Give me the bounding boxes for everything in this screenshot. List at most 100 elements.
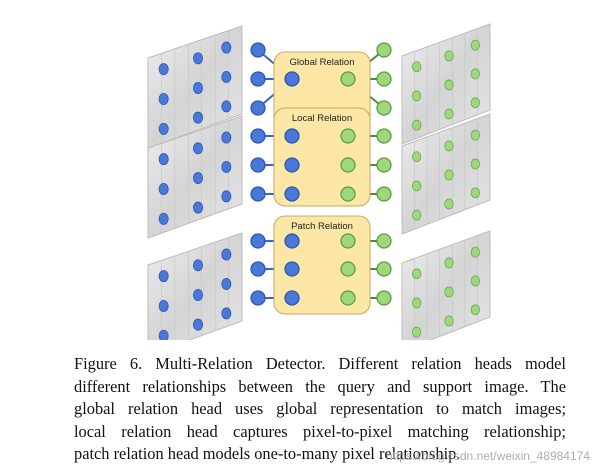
support-node — [376, 100, 392, 116]
feature-dot — [192, 318, 203, 331]
feature-dot — [412, 180, 422, 192]
support-node — [340, 186, 356, 202]
relation-box-title: Patch Relation — [291, 221, 353, 232]
support-node — [340, 233, 356, 249]
query-node — [284, 186, 300, 202]
query-node — [250, 233, 266, 249]
support-image-icon — [401, 230, 491, 340]
feature-dot — [221, 248, 232, 261]
feature-dot — [158, 212, 169, 225]
feature-dot — [470, 246, 480, 258]
feature-dot — [444, 286, 454, 298]
caption-line: Figure 6. Multi-Relation Detector. Diffe… — [74, 354, 566, 373]
query-node — [284, 261, 300, 277]
feature-dot — [470, 39, 480, 51]
query-image-icon — [147, 232, 243, 340]
watermark: https://blog.csdn.net/weixin_48984174 — [385, 449, 590, 463]
feature-dot — [412, 209, 422, 221]
feature-dot — [192, 288, 203, 301]
query-node — [250, 100, 266, 116]
query-node — [250, 157, 266, 173]
query-node — [250, 128, 266, 144]
support-node — [340, 128, 356, 144]
query-node — [250, 186, 266, 202]
feature-dot — [221, 100, 232, 113]
feature-dot — [158, 63, 169, 76]
feature-dot — [221, 131, 232, 144]
query-image-icon — [147, 25, 243, 149]
feature-dot — [192, 142, 203, 155]
support-node — [340, 290, 356, 306]
figure-caption: Figure 6. Multi-Relation Detector. Diffe… — [74, 353, 566, 466]
query-node — [284, 128, 300, 144]
feature-dot — [192, 111, 203, 124]
support-node — [376, 233, 392, 249]
feature-dot — [158, 122, 169, 135]
support-image-icon — [401, 113, 491, 235]
query-node — [284, 233, 300, 249]
feature-dot — [192, 259, 203, 272]
support-node — [376, 42, 392, 58]
feature-dot — [158, 92, 169, 105]
feature-dot — [470, 304, 480, 316]
query-node — [250, 261, 266, 277]
feature-dot — [470, 275, 480, 287]
feature-dot — [221, 307, 232, 320]
feature-dot — [470, 129, 480, 141]
feature-dot — [158, 299, 169, 312]
query-node — [284, 71, 300, 87]
support-node — [376, 128, 392, 144]
query-node — [250, 290, 266, 306]
feature-dot — [470, 187, 480, 199]
support-node — [376, 71, 392, 87]
query-node — [284, 157, 300, 173]
feature-dot — [444, 140, 454, 152]
feature-dot — [158, 182, 169, 195]
feature-dot — [158, 270, 169, 283]
support-node — [376, 186, 392, 202]
feature-dot — [221, 190, 232, 203]
feature-dot — [221, 70, 232, 83]
query-node — [284, 290, 300, 306]
feature-dot — [412, 61, 422, 73]
feature-dot — [192, 201, 203, 214]
feature-dot — [158, 153, 169, 166]
feature-dot — [444, 315, 454, 327]
feature-dot — [412, 151, 422, 163]
feature-dot — [221, 160, 232, 173]
support-image-icon — [401, 23, 491, 145]
relation-box-title: Global Relation — [290, 57, 355, 68]
feature-dot — [192, 52, 203, 65]
feature-dot — [412, 297, 422, 309]
support-node — [376, 290, 392, 306]
support-node — [340, 261, 356, 277]
feature-dot — [444, 198, 454, 210]
feature-dot — [412, 90, 422, 102]
support-node — [340, 71, 356, 87]
caption-line: local relation head captures pixel-to-pi… — [74, 421, 566, 441]
caption-line: patch relation head models one-to-many p… — [74, 444, 461, 463]
query-image-icon — [147, 115, 243, 239]
support-node — [376, 157, 392, 173]
feature-dot — [412, 268, 422, 280]
query-node — [250, 42, 266, 58]
feature-dot — [444, 257, 454, 269]
feature-dot — [444, 169, 454, 181]
feature-dot — [470, 158, 480, 170]
feature-dot — [470, 97, 480, 109]
feature-dot — [444, 79, 454, 91]
feature-dot — [444, 50, 454, 62]
feature-dot — [412, 119, 422, 131]
feature-dot — [444, 108, 454, 120]
feature-dot — [412, 326, 422, 338]
relation-box-title: Local Relation — [292, 113, 352, 124]
feature-dot — [192, 81, 203, 94]
query-node — [250, 71, 266, 87]
feature-dot — [221, 41, 232, 54]
caption-line: global relation head uses global represe… — [74, 399, 566, 418]
caption-line: different relationships between the quer… — [74, 376, 566, 396]
feature-dot — [192, 171, 203, 184]
support-node — [340, 157, 356, 173]
support-node — [376, 261, 392, 277]
